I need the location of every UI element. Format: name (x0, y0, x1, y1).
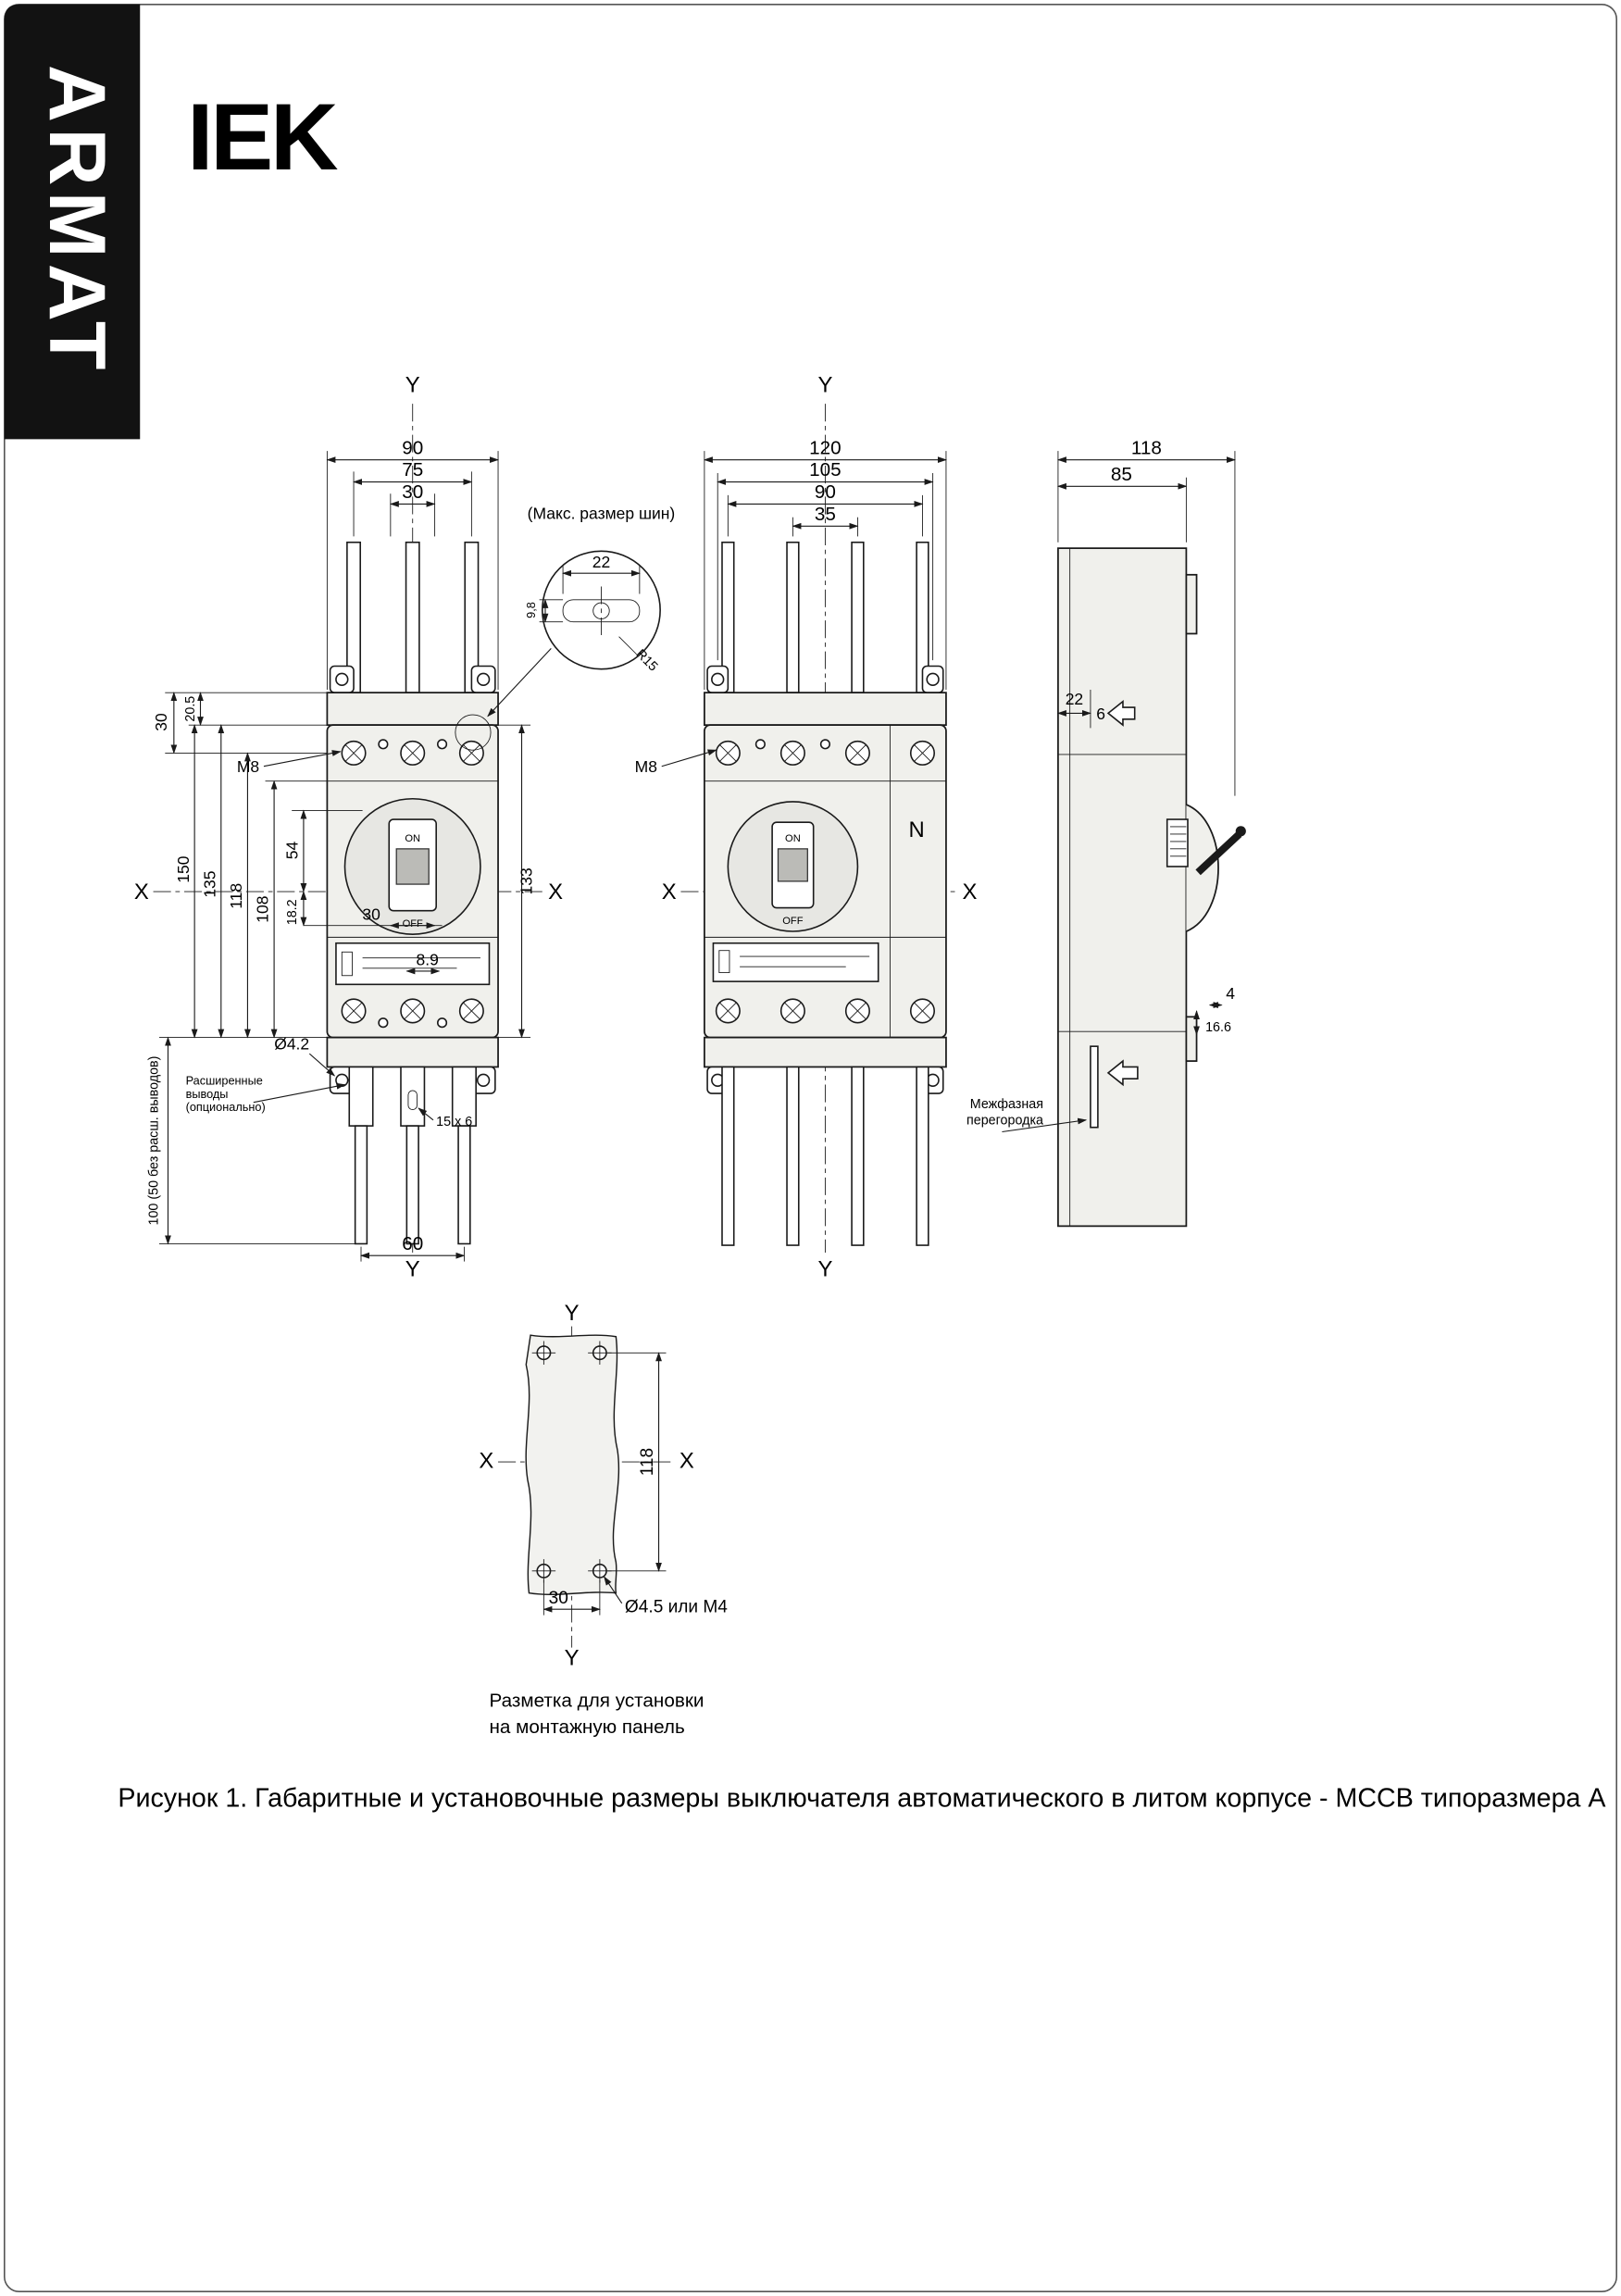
dim-150: 150 (174, 855, 193, 882)
detail-dim-22: 22 (592, 553, 610, 571)
toggle-handle (1195, 831, 1242, 876)
direction-arrow-icon (1106, 1059, 1139, 1087)
template-caption-1: Разметка для установки (489, 1690, 704, 1711)
switch-off-label: OFF (403, 918, 423, 930)
axis-y-top: Y (817, 372, 832, 397)
neutral-pole-label: N (908, 817, 924, 842)
view-front-3pole: ON OFF Y Y (134, 372, 563, 1281)
dim-6: 6 (1096, 705, 1105, 723)
interphase-barrier (1090, 1045, 1099, 1129)
dim-30: 30 (549, 1589, 568, 1608)
ext-terminals-note-2: выводы (186, 1087, 229, 1101)
breaker-outline: ON OFF N (704, 541, 947, 1246)
breaker-outline (1057, 547, 1246, 1228)
dim-35: 35 (815, 504, 836, 525)
axis-y-bottom: Y (817, 1256, 832, 1281)
armat-banner: ARMAT (4, 4, 141, 440)
ext-terminals-note-1: Расширенные (186, 1074, 263, 1088)
dim-22: 22 (1066, 690, 1083, 708)
dim-90: 90 (815, 481, 836, 503)
axis-y-bottom: Y (565, 1646, 580, 1671)
view-side: 118 85 22 6 4 16.6 Межфазная перегородка (966, 437, 1246, 1228)
axis-y-top: Y (565, 1301, 580, 1326)
dim-100: 100 (50 без расш. выводов) (146, 1056, 161, 1226)
detail-title: (Макс. размер шин) (528, 504, 676, 522)
dim-16-6: 16.6 (1205, 1020, 1231, 1035)
page-border (3, 3, 1618, 2293)
dim-30-inner: 30 (362, 905, 380, 923)
axis-x-left: X (134, 880, 149, 905)
dim-30-top: 30 (402, 481, 423, 503)
dim-120: 120 (809, 437, 842, 458)
dim-90: 90 (402, 437, 423, 458)
dimensions-front-3pole: Y Y X X 90 75 30 3 (134, 372, 563, 1281)
axis-x-left: X (479, 1448, 493, 1473)
dim-4: 4 (1226, 984, 1235, 1003)
dim-20-5: 20.5 (183, 696, 198, 722)
barrier-label-1: Межфазная (970, 1097, 1043, 1112)
dim-18-2: 18.2 (285, 899, 300, 925)
iek-logo: IEK (187, 84, 341, 190)
direction-arrow-icon (1106, 700, 1136, 727)
dim-m8: M8 (635, 757, 657, 776)
armat-brand-text: ARMAT (32, 65, 121, 376)
ext-terminals-note-3: (опционально) (186, 1100, 266, 1114)
axis-x-right: X (548, 880, 563, 905)
detail-reference-circle (455, 714, 492, 751)
axis-x-right: X (962, 880, 977, 905)
dim-105: 105 (809, 459, 842, 480)
dimensions-template: Y Y X X 118 30 Ø4.5 или M4 (479, 1301, 728, 1670)
dim-135: 135 (200, 870, 218, 897)
figure-caption: Рисунок 1. Габаритные и установочные раз… (118, 1784, 1606, 1814)
dim-54: 54 (283, 841, 302, 859)
dim-118: 118 (1131, 437, 1162, 458)
dim-118: 118 (227, 883, 245, 909)
switch-on-label: ON (785, 833, 801, 844)
switch-off-label: OFF (782, 916, 803, 927)
mounting-template: Y Y X X 118 30 Ø4.5 или M4 Разметка для … (479, 1301, 728, 1738)
template-caption-2: на монтажную панель (489, 1716, 684, 1738)
dim-m8: M8 (237, 757, 259, 776)
dimensions-side: 118 85 22 6 4 16.6 Межфазная перегородка (966, 437, 1236, 1133)
dim-60: 60 (402, 1233, 423, 1254)
dim-133: 133 (517, 867, 536, 894)
hole-diameter-label: Ø4.5 или M4 (625, 1597, 728, 1616)
panel-plate (525, 1334, 620, 1595)
axis-y-bottom: Y (405, 1256, 420, 1281)
switch-on-label: ON (405, 833, 420, 844)
dim-75: 75 (402, 459, 423, 480)
dimensions-front-4pole: Y Y X X 120 105 90 35 M8 (635, 372, 978, 1281)
barrier-label-2: перегородка (966, 1114, 1043, 1129)
axis-x-right: X (680, 1448, 694, 1473)
dim-8-9: 8.9 (416, 951, 438, 969)
slot-size-label: 15 x 6 (436, 1115, 472, 1129)
dim-118: 118 (638, 1448, 657, 1476)
view-front-4pole: ON OFF N Y Y X X (635, 372, 978, 1281)
axis-x-left: X (662, 880, 677, 905)
iek-logo-text: IEK (187, 84, 338, 190)
dim-30-left: 30 (152, 713, 170, 731)
detail-dim-9-8: 9,8 (524, 602, 538, 618)
dim-108: 108 (254, 896, 272, 923)
breaker-outline: ON OFF (326, 541, 499, 1245)
hole-diameter-label: Ø4.2 (274, 1034, 309, 1053)
dim-85: 85 (1111, 464, 1132, 485)
axis-y-top: Y (405, 372, 420, 397)
drill-holes (531, 1341, 612, 1583)
